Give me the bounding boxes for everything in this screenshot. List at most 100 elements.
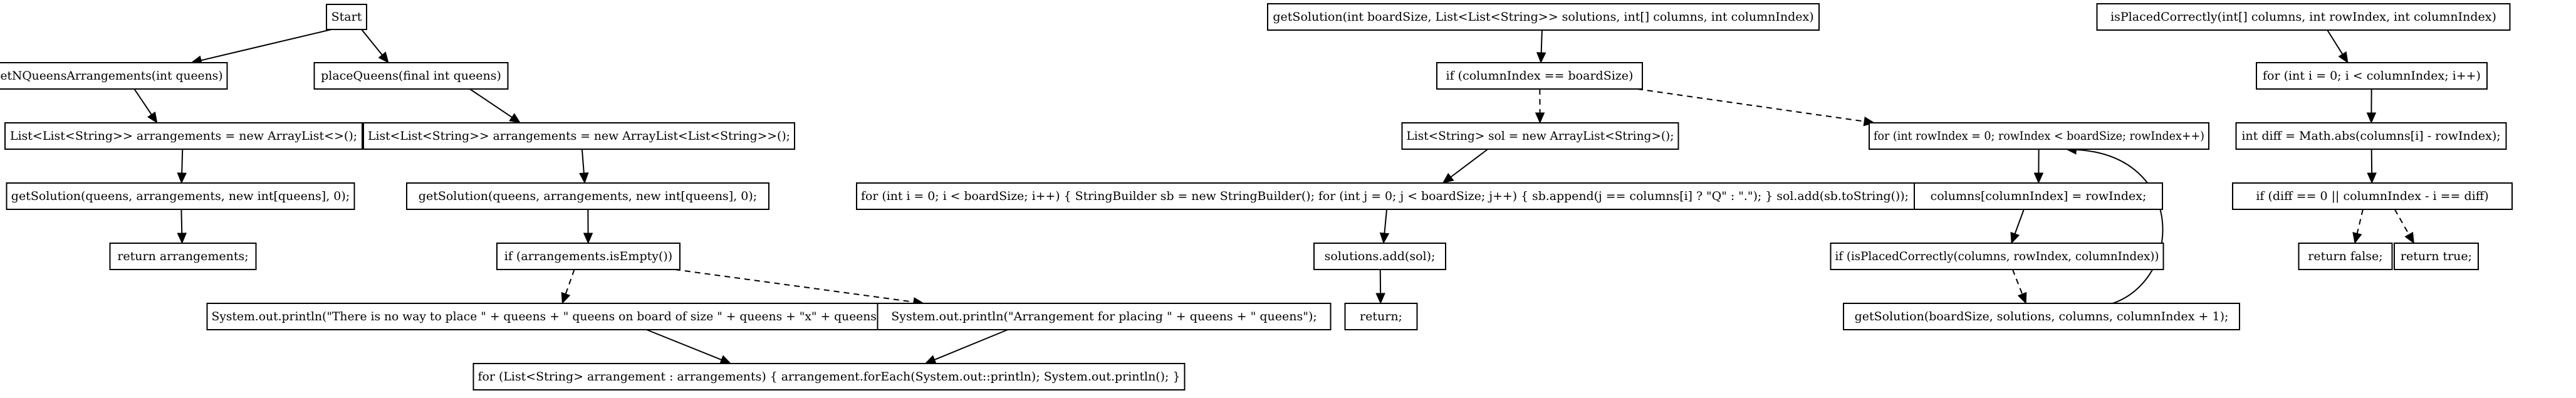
arrowhead [579, 172, 589, 184]
edge-line [2076, 149, 2164, 304]
node-if-col-idx: if (columnIndex == boardSize) [1436, 62, 1643, 90]
node-box [313, 62, 509, 90]
node-place-q: placeQueens(final int queens) [313, 62, 509, 90]
node-col-assign: columns[columnIndex] = rowIndex; [1914, 182, 2163, 210]
node-for-row: for (int rowIndex = 0; rowIndex < boardS… [1869, 122, 2209, 150]
node-get-n-q: getNQueensArrangements(int queens) [0, 62, 228, 90]
arrowhead [1379, 232, 1390, 244]
edge-solAdd-to-ret [1375, 269, 1385, 305]
edge-isPlacedDef-to-forI [2327, 29, 2349, 64]
node-sol-add: solutions.add(sol); [1313, 243, 1446, 270]
node-print-no: System.out.println("There is no way to p… [206, 303, 890, 330]
arrowhead [1375, 293, 1385, 305]
node-box [326, 4, 367, 30]
edge-line [469, 88, 513, 118]
node-box [1313, 243, 1446, 270]
edge-getNQ-to-arr1 [133, 88, 158, 124]
edge-line [2014, 209, 2025, 234]
edge-ifColIdx-to-solDecl [1535, 88, 1545, 124]
edge-line [180, 209, 183, 234]
edge-line [2394, 209, 2410, 235]
edge-colAssign-to-ifPlaced [2010, 209, 2025, 244]
edge-line [1384, 209, 1388, 234]
node-box [1267, 3, 1820, 31]
arrowhead [2404, 231, 2414, 244]
node-for-build: for (int i = 0; i < boardSize; i++) { St… [856, 182, 1925, 210]
edge-arr2-to-getSol2 [579, 149, 589, 184]
node-label: return false; [2308, 249, 2382, 263]
node-label: solutions.add(sol); [1325, 249, 1436, 263]
arrowhead [2366, 112, 2377, 124]
node-if-placed: if (isPlacedCorrectly(columns, rowIndex,… [1830, 243, 2164, 270]
arrowhead [2017, 291, 2027, 305]
edge-placeQ-to-arr2 [469, 88, 521, 123]
node-for-each: for (List<String> arrangement : arrangem… [472, 363, 1186, 390]
edge-line [674, 269, 914, 303]
arrowhead [561, 291, 571, 305]
node-box [206, 303, 890, 330]
node-recurse: getSolution(boardSize, solutions, column… [1843, 303, 2240, 330]
arrowhead [719, 355, 732, 365]
node-label: if (isPlacedCorrectly(columns, rowIndex,… [1835, 249, 2159, 263]
node-label: for (int i = 0; i < boardSize; i++) { St… [861, 189, 1920, 203]
edge-recurse-to-forRow [2065, 145, 2164, 304]
arrowhead [177, 233, 187, 244]
node-for-i: for (int i = 0; i < columnIndex; i++) [2256, 62, 2488, 90]
node-label: getSolution(queens, arrangements, new in… [419, 189, 757, 203]
edge-line [2011, 269, 2023, 295]
node-label: int diff = Math.abs(columns[i] - rowInde… [2241, 129, 2500, 143]
arrowhead [2338, 51, 2349, 64]
nodes-layer: Start getNQueensArrangements(int queens) p… [0, 3, 2513, 390]
node-box [2096, 3, 2511, 31]
node-label: if (arrangements.isEmpty()) [504, 249, 672, 263]
node-get-sol1: getSolution(queens, arrangements, new in… [6, 182, 355, 210]
arrowhead [1442, 172, 1454, 184]
node-box [2235, 122, 2507, 150]
node-sol-decl: List<String> sol = new ArrayList<String>… [1401, 122, 1679, 150]
node-label: return true; [2401, 249, 2472, 263]
node-get-sol2: getSolution(queens, arrangements, new in… [406, 182, 769, 210]
node-box [4, 122, 363, 150]
edge-start-to-getNQ [190, 29, 332, 65]
node-ret-false: return false; [2298, 243, 2393, 270]
node-label: if (diff == 0 || columnIndex - i == diff… [2256, 189, 2488, 203]
edge-ifEmpty-to-printArr [674, 269, 925, 307]
node-box [496, 243, 681, 270]
node-box [1830, 243, 2164, 270]
node-label: Start [331, 10, 362, 24]
edge-printNo-to-forEach [646, 329, 732, 365]
node-label: placeQueens(final int queens) [321, 69, 501, 83]
edge-line [565, 269, 575, 295]
node-arr2: List<List<String>> arrangements = new Ar… [363, 122, 795, 150]
arrowhead [2352, 232, 2362, 244]
edge-line [1450, 149, 1488, 178]
edge-line [2327, 29, 2344, 55]
node-box [1344, 303, 1418, 330]
edge-line [201, 29, 332, 61]
edge-forRow-to-colAssign [2033, 149, 2044, 184]
node-box [0, 62, 228, 90]
edge-line [361, 29, 383, 56]
node-ret-true: return true; [2394, 243, 2479, 270]
arrowhead [583, 233, 593, 244]
node-get-sol-def: getSolution(int boardSize, List<List<Str… [1267, 3, 1820, 31]
node-label: getSolution(queens, arrangements, new in… [11, 189, 350, 203]
node-box [1843, 303, 2240, 330]
node-label: columns[columnIndex] = rowIndex; [1931, 189, 2147, 203]
node-box [109, 243, 257, 270]
node-box [472, 363, 1186, 390]
node-ret: return; [1344, 303, 1418, 330]
arrowhead [2367, 172, 2377, 184]
node-arr1: List<List<String>> arrangements = new Ar… [4, 122, 363, 150]
node-label: for (List<String> arrangement : arrangem… [478, 370, 1181, 384]
node-ret-arr: return arrangements; [109, 243, 257, 270]
node-box [1914, 182, 2163, 210]
arrowhead [147, 111, 158, 124]
arrowhead [2033, 172, 2044, 184]
node-label: System.out.println("There is no way to p… [212, 310, 885, 323]
edge-ifPlaced-to-recurse [2011, 269, 2027, 305]
arrowhead [924, 355, 937, 364]
node-label: getSolution(boardSize, solutions, column… [1855, 310, 2229, 323]
edge-line [1637, 88, 1865, 122]
node-label: List<List<String>> arrangements = new Ar… [10, 129, 357, 143]
